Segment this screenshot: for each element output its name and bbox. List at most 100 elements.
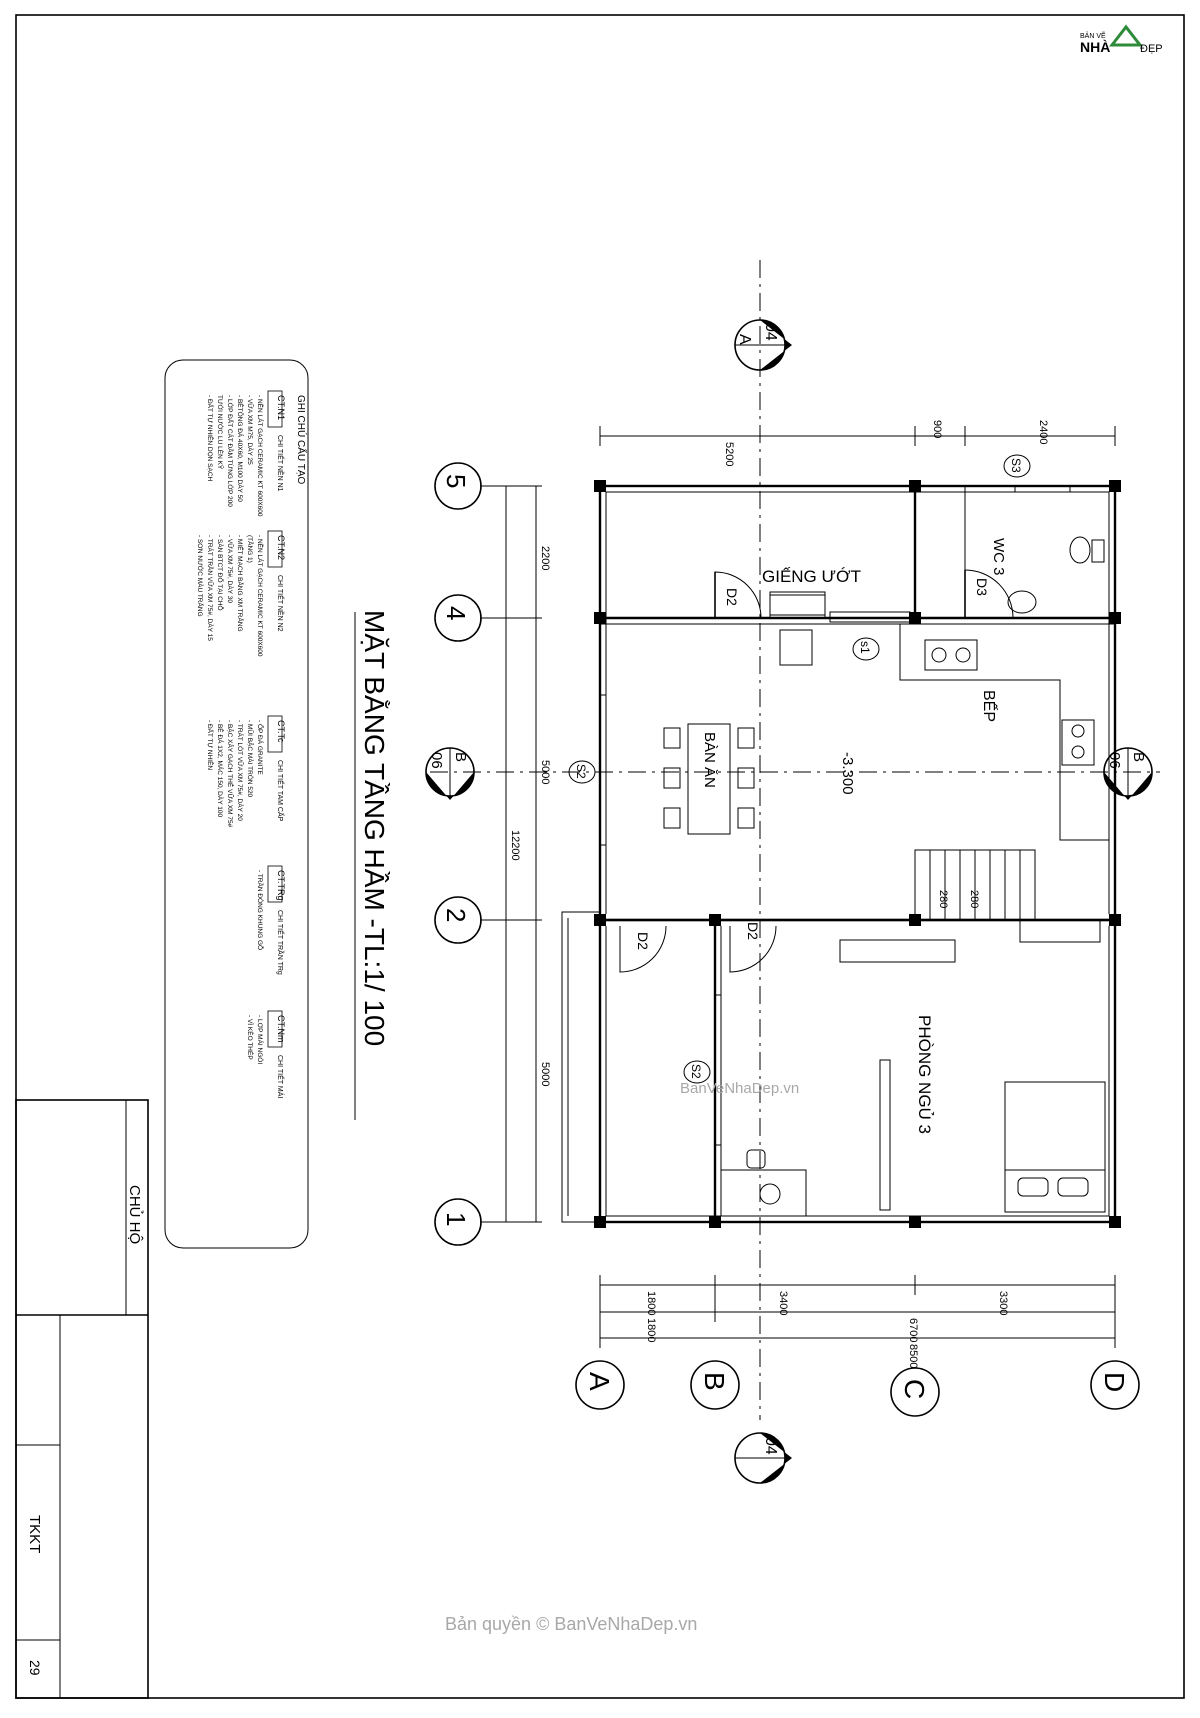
note-line: - BÊTÔNG ĐÁ 40X60, M100 DÀY 50 — [236, 395, 245, 502]
dim-bottom-6700: 6700 — [907, 1318, 919, 1342]
note-code-box-4 — [267, 1010, 283, 1048]
window-label-s2-upper: S2 — [574, 764, 588, 779]
stage-label: TKKT — [26, 1515, 43, 1553]
section-marker-06-left: B 06 — [425, 747, 1160, 800]
dimensions-top: 5200 900 2400 — [599, 420, 1116, 466]
note-code-box-1 — [267, 530, 283, 568]
label-wc3: WC 3 — [990, 538, 1007, 576]
dining-table — [687, 723, 731, 835]
note-code-3: CT.TRg — [276, 870, 286, 901]
svg-text:5: 5 — [441, 474, 471, 488]
grid-row-bubbles: 5 4 2 1 — [434, 462, 540, 1246]
bed — [1004, 1081, 1106, 1213]
logo-text-top: BẢN VẼ — [1080, 31, 1106, 40]
furniture — [663, 536, 1106, 1217]
dim-900: 900 — [931, 420, 943, 438]
note-code-box-0 — [267, 390, 283, 428]
walls — [561, 484, 1117, 1224]
logo-text-main: NHÀ — [1080, 39, 1110, 55]
note-line: - VỮA XM M75, DÀY 25 — [246, 395, 255, 465]
grid-col-bubbles: A B C D — [575, 1360, 1140, 1417]
note-line: - MŨI BẬC MÀI TRÒN 520 — [246, 720, 255, 798]
dim-5000-lower: 5000 — [539, 1062, 551, 1086]
note-code-4: CT.Nm — [276, 1015, 286, 1043]
svg-text:B: B — [699, 1372, 730, 1391]
note-line: - ĐẤT TỰ NHIÊN DỌN SẠCH — [206, 395, 216, 482]
room-labels: GIẾNG ƯỚT WC 3 BẾP BÀN ĂN -3.300 PHÒNG N… — [701, 538, 1007, 1134]
note-code-box-3 — [267, 865, 283, 903]
label-ban-an: BÀN ĂN — [701, 732, 718, 788]
note-line: - SÀN BTCT ĐỔ TẠI CHỖ — [216, 535, 225, 611]
note-line: - TRÁT LÓT VỮA XM 75#, DÀY 20 — [236, 720, 245, 821]
window-label-s1: s1 — [858, 641, 872, 654]
svg-text:C: C — [899, 1379, 930, 1399]
note-line: - ỐP ĐÁ GRANITE — [256, 720, 266, 775]
svg-text:04: 04 — [762, 1437, 779, 1455]
logo: BẢN VẼ NHÀ ĐẸP — [1080, 24, 1163, 55]
note-name-4: CHI TIẾT MÁI — [276, 1055, 286, 1098]
door-label-d3: D3 — [974, 578, 990, 596]
note-line: - VÌ KÈO THÉP — [246, 1015, 255, 1060]
title-block: CHỦ HỘ TKKT 29 — [15, 1099, 149, 1699]
note-line: - MIẾT MẠCH BẰNG XM TRẮNG — [236, 535, 246, 632]
dim-bottom2-1800: 1800 — [645, 1318, 657, 1342]
grid-bubble-C — [890, 1367, 940, 1417]
note-name-2: CHI TIẾT TAM CẤP — [276, 760, 286, 822]
svg-text:04: 04 — [762, 323, 779, 341]
logo-text-end: ĐẸP — [1140, 43, 1163, 55]
note-name-1: CHI TIẾT NỀN N2 — [276, 575, 286, 632]
label-bep: BẾP — [980, 690, 999, 722]
note-line: - SƠN NƯỚC MÀU TRẮNG — [196, 535, 205, 617]
desk — [720, 1169, 807, 1217]
dim-bottom-1800: 1800 — [645, 1291, 657, 1315]
section-marker-04-bottom: 04 — [734, 1432, 792, 1484]
note-line: - NỀN LÁT GẠCH CERAMIC KT 600X600 — [256, 395, 266, 517]
svg-text:B: B — [452, 752, 469, 762]
washing-machine — [779, 629, 813, 666]
svg-text:06: 06 — [428, 752, 445, 769]
dim-bottom-3400: 3400 — [777, 1291, 789, 1315]
note-line: - TRÁT TRẦN VỮA XM 75#, DÀY 15 — [206, 535, 216, 641]
watermark-bottom: Bản quyền © BanVeNhaDep.vn — [445, 1614, 697, 1634]
note-line: - TRẦN ĐÓNG KHUNG GỖ — [256, 870, 266, 950]
note-line: - VỮA XM 75#, DÀY 30 — [226, 535, 235, 603]
svg-text:4: 4 — [441, 606, 471, 620]
dimensions-left: 2200 5000 5000 12200 — [500, 485, 551, 1223]
svg-text:D: D — [1099, 1372, 1130, 1392]
svg-text:B: B — [1130, 752, 1147, 762]
note-name-3: CHI TIẾT TRẦN TRg — [276, 910, 286, 975]
note-line: - NỀN LÁT GẠCH CERAMIC KT 600X600 — [256, 535, 266, 657]
note-line: - LỢP MÁI NGÓI — [256, 1015, 265, 1064]
page-border — [15, 14, 1185, 1699]
note-code-2: CT.Tc — [276, 720, 286, 743]
note-name-0: CHI TIẾT NỀN N1 — [276, 435, 286, 492]
label-phong-ngu-3: PHÒNG NGỦ 3 — [915, 1015, 934, 1134]
wet-well — [769, 594, 826, 616]
shelf — [879, 1059, 891, 1211]
grid-bubble-B — [690, 1360, 740, 1410]
grid-bubble-D — [1090, 1360, 1140, 1410]
wardrobe — [839, 939, 956, 963]
house-logo-icon — [1108, 24, 1144, 47]
owner-label: CHỦ HỘ — [126, 1185, 144, 1244]
section-marker-06-right: B 06 — [1103, 747, 1153, 800]
note-code-box-2 — [267, 715, 283, 753]
stove — [1061, 719, 1095, 766]
watermark-center: BanVeNhaDep.vn — [680, 1080, 799, 1097]
svg-text:1: 1 — [441, 1212, 471, 1226]
dim-5200: 5200 — [723, 442, 735, 466]
note-line: - BẬC XÂY GẠCH THẺ VỮA XM 75# — [226, 720, 235, 828]
label-gieng-uot: GIẾNG ƯỚT — [762, 567, 861, 586]
page-number: 29 — [27, 1660, 43, 1676]
structural-columns — [594, 480, 1121, 1228]
note-line: - LỚP ĐẤT CÁT ĐẦM TỪNG LỚP 200 — [226, 395, 236, 507]
door-label-d2-lower-left: D2 — [635, 932, 651, 950]
door-label-d2-upper: D2 — [724, 588, 740, 606]
doors: D2 D3 D2 D2 — [619, 569, 1014, 973]
notes-heading: GHI CHÚ CẤU TẠO — [295, 395, 308, 484]
grid-bubble-4 — [434, 594, 482, 642]
note-line: - ĐẤT TỰ NHIÊN — [206, 720, 216, 770]
note-line: TƯỚI NƯỚC LU LÈN KỸ — [216, 395, 225, 470]
